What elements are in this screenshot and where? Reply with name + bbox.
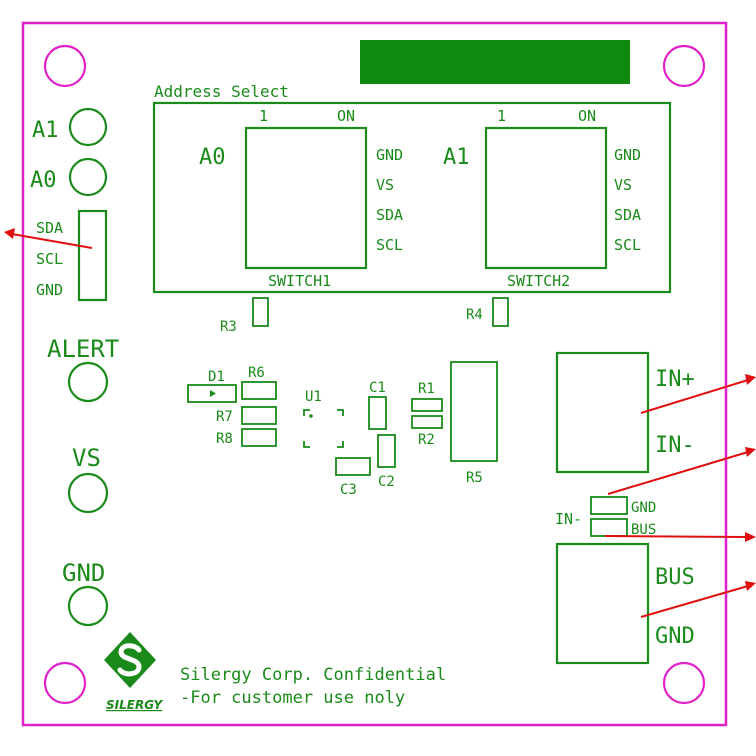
c1-footprint (368, 396, 387, 430)
arrow-in-plus (640, 379, 749, 414)
mounting-hole-bottom-right (662, 661, 706, 705)
r6-label: R6 (248, 365, 265, 381)
jumper-gnd-label: GND (631, 500, 656, 516)
terminal-alert (67, 361, 109, 403)
switch1-pin-gnd: GND (376, 146, 403, 164)
diode-mark-icon (210, 390, 216, 397)
pad-a0-label: A0 (30, 168, 57, 193)
arrow-bus-gnd-head-icon (745, 581, 756, 591)
c2-label: C2 (378, 474, 395, 490)
switch2-pin-vs: VS (614, 176, 632, 194)
in-plus-label: IN+ (655, 367, 695, 392)
switch2-a1-label: A1 (443, 145, 470, 170)
switch2-pin-scl: SCL (614, 236, 641, 254)
arrow-bus-gnd (640, 585, 749, 618)
switch1-pin-scl: SCL (376, 236, 403, 254)
arrow-in-plus-head-icon (745, 374, 756, 385)
footer-line2: -For customer use noly (180, 688, 405, 708)
r2-footprint (411, 415, 443, 429)
address-select-title: Address Select (154, 82, 289, 101)
d1-footprint (187, 384, 237, 403)
r3-footprint (252, 297, 269, 327)
left-header-footprint (77, 209, 108, 302)
pad-a0 (68, 157, 108, 197)
switch1-pin1-label: 1 (259, 107, 268, 125)
switch2-on-label: ON (578, 107, 596, 125)
pad-a1 (68, 107, 108, 147)
arrow-bus-head-icon (745, 532, 756, 542)
jumper-bus-label: BUS (631, 522, 656, 538)
u1-pin1-dot (309, 414, 313, 418)
pad-a1-label: A1 (32, 118, 59, 143)
r5-label: R5 (466, 470, 483, 486)
r1-footprint (411, 398, 443, 412)
header-scl-label: SCL (36, 250, 63, 268)
switch2-name: SWITCH2 (507, 272, 570, 290)
r4-label: R4 (466, 307, 483, 323)
r7-footprint (241, 406, 277, 425)
c1-label: C1 (369, 380, 386, 396)
r6-footprint (241, 381, 277, 400)
address-select-box (152, 101, 672, 294)
switch1-on-label: ON (337, 107, 355, 125)
footer-line1: Silergy Corp. Confidential (180, 665, 446, 685)
switch1-a0-label: A0 (199, 145, 226, 170)
header-sda-label: SDA (36, 219, 63, 237)
u1-footprint (303, 409, 344, 448)
mounting-hole-bottom-left (43, 661, 87, 705)
terminal-gnd (67, 585, 109, 627)
r3-label: R3 (220, 319, 237, 335)
r8-label: R8 (216, 431, 233, 447)
silergy-s-logo-icon (104, 632, 156, 688)
r1-label: R1 (418, 381, 435, 397)
input-terminal-block (555, 351, 650, 474)
r4-footprint (492, 297, 509, 327)
arrow-in-minus (607, 451, 749, 495)
bus-terminal-block (555, 542, 650, 665)
jumper-bus-pad (590, 518, 628, 537)
switch1-pin-vs: VS (376, 176, 394, 194)
annotation-arrows (4, 228, 756, 618)
switch2-body (484, 126, 608, 270)
r2-label: R2 (418, 432, 435, 448)
terminal-alert-label: ALERT (47, 335, 119, 363)
d1-label: D1 (208, 369, 225, 385)
c2-footprint (377, 434, 396, 468)
r8-footprint (241, 428, 277, 447)
arrow-left-header (11, 233, 93, 249)
arrow-left-head-icon (4, 228, 15, 239)
switch1-body (244, 126, 368, 270)
logo-wordmark: SILERGY (106, 698, 164, 712)
r5-footprint (450, 361, 498, 462)
jumper-gnd-pad (590, 496, 628, 515)
r7-label: R7 (216, 409, 233, 425)
arrow-in-minus-head-icon (745, 447, 756, 457)
gnd-label: GND (655, 624, 695, 649)
board-outline (21, 21, 728, 727)
label-block (360, 40, 630, 84)
switch1-pin-sda: SDA (376, 206, 403, 224)
switch2-pin1-label: 1 (497, 107, 506, 125)
c3-label: C3 (340, 482, 357, 498)
arrow-bus (604, 535, 746, 538)
c3-footprint (335, 457, 371, 476)
mounting-hole-top-left (43, 44, 87, 88)
in-minus-label: IN- (655, 433, 695, 458)
switch2-pin-sda: SDA (614, 206, 641, 224)
bus-label: BUS (655, 565, 695, 590)
switch1-name: SWITCH1 (268, 272, 331, 290)
terminal-gnd-label: GND (62, 559, 105, 587)
terminal-vs (67, 472, 109, 514)
mounting-hole-top-right (662, 44, 706, 88)
switch2-pin-gnd: GND (614, 146, 641, 164)
header-gnd-label: GND (36, 281, 63, 299)
u1-label: U1 (305, 389, 322, 405)
terminal-vs-label: VS (72, 444, 101, 472)
jumper-in-minus-label: IN- (555, 510, 582, 528)
